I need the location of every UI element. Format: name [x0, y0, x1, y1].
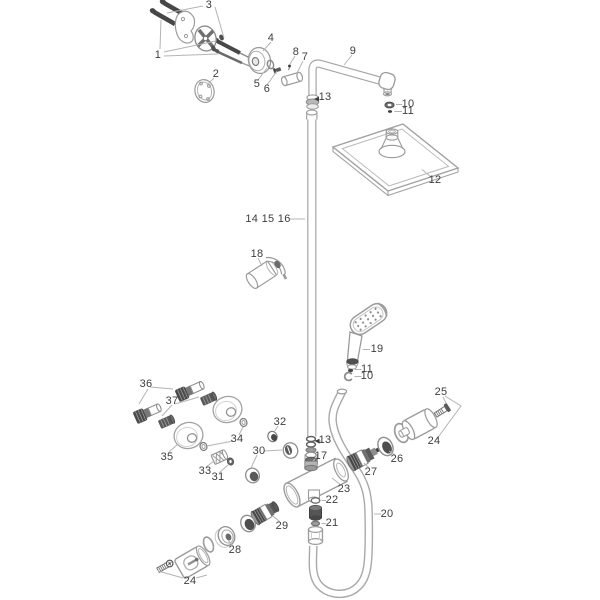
part-label-33: 33 — [198, 465, 212, 477]
part-label-24-left: 24 — [183, 575, 197, 587]
adapter-sleeve — [214, 526, 236, 548]
part-label-13-arm: 13 — [318, 91, 332, 103]
part-label-3: 3 — [205, 0, 213, 11]
inlet-ribbed-nut-top — [200, 391, 218, 406]
part-label-23: 23 — [337, 483, 351, 495]
escutcheon-flange — [247, 46, 272, 75]
part-label-37: 37 — [165, 395, 179, 407]
inlet-s-connector-top — [175, 380, 205, 402]
small-gasket — [226, 457, 235, 466]
thermostat-valve-body — [283, 454, 349, 508]
part-label-1: 1 — [154, 49, 162, 61]
overhead-shower-plate — [331, 123, 460, 197]
part-label-17: 17 — [314, 450, 328, 462]
inlet-escutcheon-left — [173, 421, 204, 450]
arm-seal-collar — [305, 94, 320, 110]
part-label-7: 7 — [301, 51, 309, 63]
flat-seal — [199, 417, 248, 452]
pipe-seal-stack — [304, 435, 318, 472]
part-label-27: 27 — [364, 466, 378, 478]
part-label-6: 6 — [263, 83, 271, 95]
part-label-8: 8 — [292, 46, 300, 58]
connector-sleeve — [280, 71, 304, 87]
inlet-s-connector-bottom — [133, 403, 162, 424]
c-clip — [343, 371, 353, 382]
part-label-25: 25 — [434, 386, 448, 398]
temperature-handle — [398, 408, 438, 441]
shower-hose — [308, 388, 374, 599]
mounting-plate — [194, 79, 215, 103]
inlet-escutcheon-right — [212, 395, 243, 424]
part-label-9: 9 — [349, 45, 357, 57]
part-label-20: 20 — [380, 508, 394, 520]
part-label-2: 2 — [212, 68, 220, 80]
part-label-32: 32 — [273, 416, 287, 428]
part-label-4: 4 — [267, 32, 275, 44]
wall-mounting-group — [149, 0, 253, 103]
arm-connection-group — [247, 46, 304, 87]
grub-screw — [156, 559, 174, 574]
set-screw — [288, 64, 291, 71]
hose-gasket — [347, 368, 354, 373]
part-label-26: 26 — [390, 453, 404, 465]
shower-arm — [308, 59, 396, 98]
cap-nut — [267, 430, 278, 443]
thermostat-cartridge — [346, 447, 381, 472]
inlet-ribbed-nut-bottom — [158, 414, 176, 429]
part-label-18: 18 — [250, 248, 264, 260]
part-label-11-hand: 11 — [360, 363, 374, 375]
o-ring — [266, 59, 275, 70]
hand-shower — [343, 302, 388, 382]
knurled-disc — [240, 514, 256, 533]
part-label-36: 36 — [139, 378, 153, 390]
riser-pipe — [306, 109, 318, 437]
grub-screw — [433, 403, 451, 418]
part-label-11-overhead: 11 — [401, 105, 415, 117]
part-label-35: 35 — [160, 451, 174, 463]
fastener-nut — [211, 34, 224, 52]
wall-bracket-curved-plate — [174, 10, 196, 44]
part-label-10-hand: 10 — [360, 370, 374, 382]
part-label-29: 29 — [275, 520, 289, 532]
leader-arrowheads — [314, 96, 320, 444]
part-label-12: 12 — [428, 174, 442, 186]
part-label-13-valve: 13 — [318, 434, 332, 446]
part-label-21: 21 — [325, 517, 339, 529]
slider-holder — [245, 256, 288, 290]
part-label-14-15-16: 14 15 16 — [245, 213, 291, 225]
part-label-30: 30 — [252, 445, 266, 457]
part-label-28: 28 — [228, 544, 242, 556]
leader-lines — [138, 5, 462, 579]
part-label-34: 34 — [230, 433, 244, 445]
part-label-24-right: 24 — [427, 435, 441, 447]
part-label-5: 5 — [253, 78, 261, 90]
strainer-nut — [210, 449, 229, 465]
handle-o-ring — [202, 536, 215, 553]
seal-washer — [384, 101, 395, 113]
cover-cap — [244, 442, 299, 484]
part-label-31: 31 — [211, 471, 225, 483]
overhead-shower-group — [331, 101, 460, 197]
outlet-seal-stack — [307, 497, 324, 545]
part-label-19: 19 — [370, 343, 384, 355]
part-label-10-overhead: 10 — [401, 98, 415, 110]
part-label-22: 22 — [325, 494, 339, 506]
diverter-handle — [174, 545, 211, 579]
